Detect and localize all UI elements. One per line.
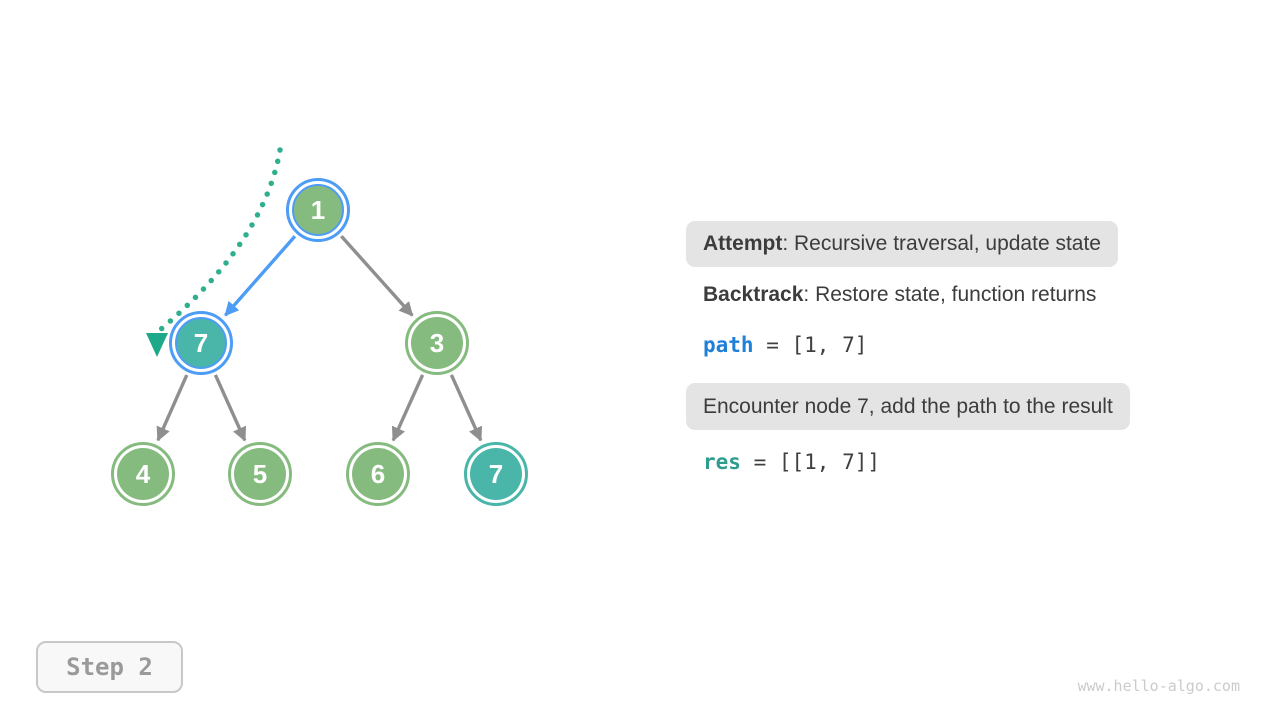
backtrack-trace-dotted-path <box>157 147 283 333</box>
backtrack-text: : Restore state, function returns <box>803 283 1097 306</box>
tree-node-4: 4 <box>111 442 175 506</box>
tree-node-7-right-label: 7 <box>470 448 522 500</box>
step-badge: Step 2 <box>36 641 183 693</box>
tree-node-4-label: 4 <box>117 448 169 500</box>
res-value: = [[1, 7]] <box>740 450 881 474</box>
tree-node-6-label: 6 <box>352 448 404 500</box>
edge-3-7 <box>449 374 483 442</box>
tree-node-5: 5 <box>228 442 292 506</box>
path-variable: path <box>703 333 754 357</box>
edge-1-7-active <box>224 235 297 317</box>
tree-node-7-left: 7 <box>169 311 233 375</box>
encounter-text: Encounter node 7, add the path to the re… <box>703 394 1113 418</box>
attempt-label: Attempt <box>703 232 783 255</box>
edge-7-5 <box>213 374 247 442</box>
attempt-text: : Recursive traversal, update state <box>782 232 1101 255</box>
res-variable: res <box>703 450 741 474</box>
tree-node-7-right: 7 <box>464 442 528 506</box>
tree-node-1-label: 1 <box>292 184 344 236</box>
path-state-line: path = [1, 7] <box>703 333 867 357</box>
edge-3-6 <box>391 374 425 442</box>
tree-node-5-label: 5 <box>234 448 286 500</box>
tree-node-7-left-label: 7 <box>175 317 227 369</box>
tree-node-3: 3 <box>405 311 469 375</box>
watermark: www.hello-algo.com <box>1077 677 1240 695</box>
tree-node-6: 6 <box>346 442 410 506</box>
tree-node-1: 1 <box>286 178 350 242</box>
edge-7-4 <box>156 374 189 442</box>
backtrack-line: Backtrack: Restore state, function retur… <box>703 283 1096 307</box>
res-state-line: res = [[1, 7]] <box>703 450 880 474</box>
edge-1-3 <box>340 234 414 317</box>
backtrack-trace-arrowhead-icon <box>146 333 168 357</box>
attempt-callout: Attempt: Recursive traversal, update sta… <box>686 221 1118 267</box>
path-value: = [1, 7] <box>753 333 868 357</box>
backtrack-label: Backtrack <box>703 283 804 306</box>
encounter-callout: Encounter node 7, add the path to the re… <box>686 383 1130 430</box>
tree-node-3-label: 3 <box>411 317 463 369</box>
